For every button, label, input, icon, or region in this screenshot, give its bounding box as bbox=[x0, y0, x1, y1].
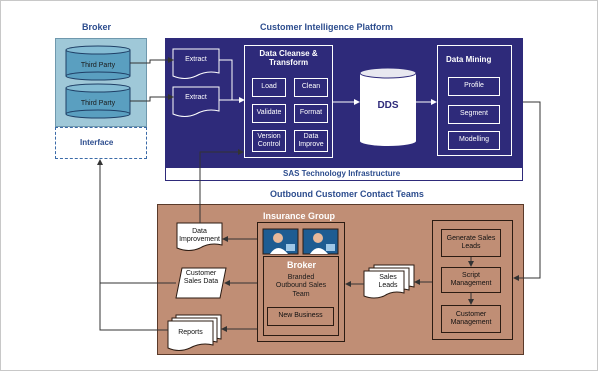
sales-leads-doc-icon bbox=[363, 264, 415, 299]
mining-box bbox=[437, 45, 512, 156]
agent-photo-2-icon bbox=[302, 228, 339, 255]
db2-label: Third Party bbox=[80, 100, 116, 107]
insurance-group-box bbox=[257, 222, 345, 342]
interface-panel bbox=[55, 127, 147, 159]
cleanse-title: Data Cleanse & Transform bbox=[259, 49, 318, 67]
arrow-reports-line bbox=[99, 283, 168, 331]
arrow-db1-extract bbox=[130, 57, 174, 64]
broker-title: Broker bbox=[82, 22, 112, 32]
script-management-box: Script Management bbox=[441, 267, 501, 293]
data-improve-box: Data Improve bbox=[294, 130, 328, 152]
new-business-box: New Business bbox=[267, 307, 334, 326]
sas-bar bbox=[165, 167, 523, 181]
dds-db-icon bbox=[359, 67, 417, 146]
third-party-db-2-icon bbox=[65, 83, 131, 119]
extract1-label: Extract bbox=[185, 56, 207, 63]
extract-doc-1-icon bbox=[172, 48, 220, 79]
version-control-box: Version Control bbox=[252, 130, 286, 152]
extract-doc-2-icon bbox=[172, 86, 220, 117]
outbound-title: Outbound Customer Contact Teams bbox=[270, 189, 424, 199]
segment-box: Segment bbox=[448, 105, 500, 124]
load-box: Load bbox=[252, 78, 286, 97]
agent-photo-1-icon bbox=[262, 228, 299, 255]
sales-leads-label: Sales Leads bbox=[378, 274, 398, 290]
customer-sales-data-icon bbox=[175, 267, 227, 299]
reports-doc-icon bbox=[167, 314, 222, 351]
arrow-feedback-interface bbox=[97, 159, 176, 284]
format-box: Format bbox=[294, 104, 328, 123]
reports-label: Reports bbox=[178, 329, 203, 336]
dds-label: DDS bbox=[377, 100, 399, 111]
mining-title: Data Mining bbox=[446, 55, 492, 64]
interface-label: Interface bbox=[80, 138, 114, 147]
clean-box: Clean bbox=[294, 78, 328, 97]
modelling-box: Modelling bbox=[448, 131, 500, 150]
profile-box: Profile bbox=[448, 77, 500, 96]
customer-management-box: Customer Management bbox=[441, 305, 501, 333]
lead-mgmt-box bbox=[432, 220, 513, 340]
insurance-group-title: Insurance Group bbox=[263, 211, 336, 221]
arrow-db2-extract bbox=[130, 94, 174, 102]
arrow-dataimprove-cleanse bbox=[199, 149, 244, 223]
customer-sales-data-label: Customer Sales Data bbox=[183, 270, 219, 286]
extract2-label: Extract bbox=[185, 94, 207, 101]
db1-label: Third Party bbox=[80, 62, 116, 69]
third-party-db-1-icon bbox=[65, 45, 131, 81]
branded-team-label: Branded Outbound Sales Team bbox=[275, 274, 327, 298]
broker-team-title: Broker bbox=[287, 260, 317, 270]
arrow-mining-leads bbox=[513, 101, 541, 281]
arrow-extract1-cleanse bbox=[219, 59, 245, 103]
cip-title: Customer Intelligence Platform bbox=[260, 22, 394, 32]
data-improvement-doc-icon bbox=[176, 222, 223, 251]
data-improvement-label: Data Improvement bbox=[179, 228, 220, 244]
broker-team-box bbox=[263, 256, 339, 336]
generate-sales-leads-box: Generate Sales Leads bbox=[441, 229, 501, 257]
validate-box: Validate bbox=[252, 104, 286, 123]
sas-label: SAS Technology Infrastructure bbox=[283, 169, 401, 178]
